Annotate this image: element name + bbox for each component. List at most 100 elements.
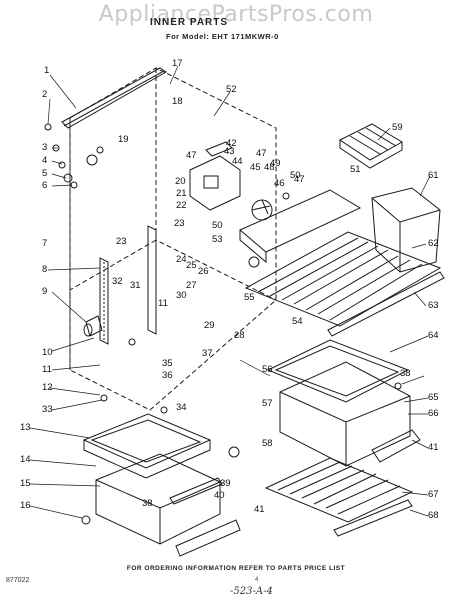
callout-47: 47 (256, 148, 267, 159)
diagram-code: 877022 (6, 577, 30, 584)
callout-32: 32 (112, 276, 123, 287)
page-number: 4 (255, 577, 259, 583)
callout-9: 9 (42, 286, 47, 297)
callout-24: 24 (176, 254, 187, 265)
callout-63: 63 (428, 300, 439, 311)
wire-shelf-upper (244, 231, 442, 327)
left-hardware (44, 123, 104, 189)
callout-39: 39 (220, 478, 231, 489)
callout-5: 5 (42, 168, 47, 179)
callout-56: 56 (262, 364, 273, 375)
model-number: For Model: EHT 171MKWR-0 (166, 32, 279, 41)
callout-31: 31 (130, 280, 141, 291)
callout-54: 54 (292, 316, 303, 327)
callout-17: 17 (172, 58, 183, 69)
callout-13: 13 (20, 422, 31, 433)
callout-8: 8 (42, 264, 47, 275)
callout-15: 15 (20, 478, 31, 489)
callout-68: 68 (428, 510, 439, 521)
callout-62: 62 (428, 238, 439, 249)
ice-tray (339, 123, 403, 169)
callout-44: 44 (232, 156, 243, 167)
callout-34: 34 (176, 402, 187, 413)
callout-45: 45 (250, 162, 261, 173)
callout-2: 2 (42, 89, 47, 100)
callout-29: 29 (204, 320, 215, 331)
callout-48: 48 (264, 162, 275, 173)
ordering-info-footer: FOR ORDERING INFORMATION REFER TO PARTS … (126, 565, 346, 572)
callout-33: 33 (42, 404, 53, 415)
callout-50: 50 (212, 220, 223, 231)
shelf-rail-upper (327, 271, 445, 337)
callout-4: 4 (42, 155, 47, 166)
callout-numbers: 1234567891011121314151617181920212223232… (20, 58, 439, 521)
callout-11: 11 (158, 298, 168, 309)
misc-hardware (81, 192, 402, 525)
callout-16: 16 (20, 500, 31, 511)
callout-38: 38 (400, 368, 411, 379)
callout-64: 64 (428, 330, 439, 341)
callout-57: 57 (262, 398, 273, 409)
callout-27: 27 (186, 280, 197, 291)
control-housing (189, 141, 241, 211)
diagram-title: INNER PARTS (150, 17, 229, 28)
callout-46: 46 (274, 178, 285, 189)
callout-36: 36 (162, 370, 173, 381)
shelf-rail-lower (333, 499, 413, 537)
callout-26: 26 (198, 266, 209, 277)
wire-shelf-lower (264, 457, 414, 523)
callout-12: 12 (42, 382, 53, 393)
callout-37: 37 (202, 348, 213, 359)
callout-47: 47 (186, 150, 197, 161)
callout-49: 49 (270, 158, 281, 169)
callout-55: 55 (244, 292, 255, 303)
callout-14: 14 (20, 454, 31, 465)
callout-23: 23 (174, 218, 185, 229)
watermark: AppliancePartsPros.com (98, 2, 374, 27)
crisper-drawer-left (95, 453, 221, 545)
callout-28: 28 (234, 330, 245, 341)
callout-18: 18 (172, 96, 183, 107)
callout-21: 21 (176, 188, 187, 199)
callout-52: 52 (226, 84, 237, 95)
top-rail-part (61, 67, 167, 129)
callout-50: 50 (290, 170, 301, 181)
callout-66: 66 (428, 408, 439, 419)
callout-40: 40 (214, 490, 225, 501)
callout-23: 23 (116, 236, 127, 247)
drawer-front-right (371, 429, 421, 463)
callout-35: 35 (162, 358, 173, 369)
callout-11: 11 (42, 364, 52, 375)
callout-61: 61 (428, 170, 439, 181)
callout-65: 65 (428, 392, 439, 403)
callout-25: 25 (186, 260, 197, 271)
glass-shelf-left (82, 413, 212, 479)
shelf-frame (239, 189, 362, 264)
rail-lower-left (169, 477, 223, 505)
callout-41: 41 (254, 504, 265, 515)
callout-42: 42 (226, 138, 237, 149)
drawer-front-left (175, 519, 241, 557)
callout-67: 67 (428, 489, 439, 500)
callout-59: 59 (392, 122, 403, 133)
callout-30: 30 (176, 290, 187, 301)
callout-1: 1 (44, 65, 49, 76)
callout-53: 53 (212, 234, 223, 245)
vertical-rails (99, 225, 157, 345)
callout-3: 3 (42, 142, 47, 153)
callout-19: 19 (118, 134, 129, 145)
callout-47: 47 (294, 174, 305, 185)
callout-10: 10 (42, 347, 53, 358)
leader-lines (29, 65, 431, 519)
callout-20: 20 (175, 176, 186, 187)
cylinder-part (83, 315, 103, 337)
crisper-drawer-right (279, 361, 411, 467)
callout-43: 43 (224, 146, 235, 157)
callout-38: 38 (142, 498, 153, 509)
storage-bin (371, 187, 441, 273)
callout-41: 41 (428, 442, 439, 453)
cabinet-liner (69, 67, 277, 411)
callout-7: 7 (42, 238, 47, 249)
